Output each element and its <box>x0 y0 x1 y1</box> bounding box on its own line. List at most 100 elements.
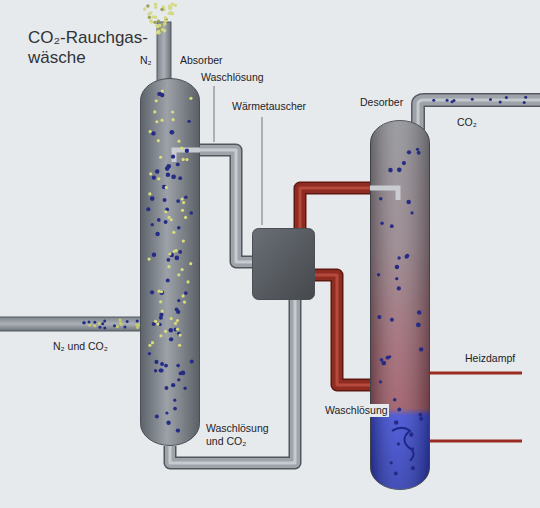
bubble <box>176 428 180 432</box>
bubble <box>148 352 151 355</box>
bubble <box>390 461 393 464</box>
bubble <box>187 120 190 123</box>
bubble <box>167 265 170 268</box>
bubble <box>190 360 194 364</box>
bubble <box>170 130 175 135</box>
node-label: Desorber <box>360 96 403 109</box>
bubble <box>393 398 397 402</box>
bubble <box>151 341 154 344</box>
bubble <box>163 29 166 32</box>
bubble <box>171 383 175 387</box>
pipe-stroke <box>200 150 252 262</box>
bubble <box>153 110 156 113</box>
bubble <box>177 273 180 276</box>
bubble <box>166 258 170 262</box>
bubble <box>184 291 188 295</box>
bubble <box>416 148 419 151</box>
bubble <box>380 222 383 225</box>
bubble <box>143 7 146 10</box>
gas-bubbles <box>146 90 194 433</box>
bubble <box>379 197 383 201</box>
pipe-stroke <box>300 188 370 228</box>
bubble <box>159 316 163 320</box>
bubble <box>154 369 157 372</box>
node-label: Absorber <box>180 54 223 67</box>
pipe-connector <box>200 150 252 262</box>
bubble <box>182 201 185 204</box>
bubble <box>181 197 184 200</box>
bubble <box>176 310 180 314</box>
bubble <box>182 158 185 161</box>
node-outline <box>140 78 200 446</box>
absorber-column: Absorber <box>140 78 200 446</box>
bubble <box>419 347 423 351</box>
bubble <box>176 364 180 368</box>
bubble <box>417 151 421 155</box>
bubble <box>157 290 160 293</box>
bubble <box>178 250 182 254</box>
bubble <box>411 466 415 470</box>
bubble <box>157 19 160 22</box>
leader-line <box>262 117 263 225</box>
bubble <box>395 277 398 280</box>
pipe-stroke <box>300 188 370 228</box>
bubble <box>155 99 158 102</box>
bubble <box>180 146 183 149</box>
bubble <box>182 239 185 242</box>
part-label: Waschlösung <box>324 404 389 417</box>
bubble <box>157 139 160 142</box>
bubble <box>183 387 186 390</box>
bubble <box>169 337 173 341</box>
bubble <box>149 130 152 133</box>
title: CO₂-Rauchgas- wäsche <box>28 28 156 69</box>
bubble <box>152 252 157 257</box>
pipe-label: Waschlösung <box>200 71 265 84</box>
bubble <box>157 218 161 222</box>
bubble <box>452 99 455 102</box>
bubble <box>397 408 401 412</box>
bubble <box>432 99 435 102</box>
bubble <box>177 140 180 143</box>
node-outline <box>370 120 430 490</box>
bubble <box>181 371 186 376</box>
bubble <box>175 249 178 252</box>
bubble <box>166 278 170 282</box>
bubble <box>523 101 526 104</box>
bubble <box>177 299 180 302</box>
bubble <box>155 414 159 418</box>
bubble <box>397 256 400 259</box>
bubble <box>169 328 174 333</box>
node-shape <box>253 229 315 300</box>
pipe-stroke <box>200 150 252 262</box>
bubble <box>151 223 154 226</box>
bubble <box>167 216 170 219</box>
bubble <box>189 262 192 265</box>
bubble <box>150 290 154 294</box>
bubble <box>176 162 180 166</box>
bubble <box>120 323 123 326</box>
pipe-stroke <box>315 275 370 385</box>
bubble <box>136 319 139 322</box>
bubble <box>411 447 415 451</box>
bubble <box>172 231 175 234</box>
bubble <box>446 99 449 102</box>
part-label: CO₂ <box>456 116 478 129</box>
node-outline <box>252 228 315 300</box>
bubble <box>116 325 119 328</box>
bubble <box>160 368 164 372</box>
bubble <box>152 176 156 180</box>
bubble <box>137 324 140 327</box>
gas-bubbles <box>377 148 424 476</box>
bubble <box>382 362 385 365</box>
bubble <box>93 324 96 327</box>
bubble <box>173 399 176 402</box>
outlet-pipe <box>418 100 540 130</box>
bubble <box>87 321 90 324</box>
bubble <box>402 161 406 165</box>
bubble <box>166 164 171 169</box>
bubble <box>148 344 151 347</box>
part-label: N₂ <box>139 54 153 67</box>
bubble <box>186 280 189 283</box>
bubble <box>379 380 382 383</box>
